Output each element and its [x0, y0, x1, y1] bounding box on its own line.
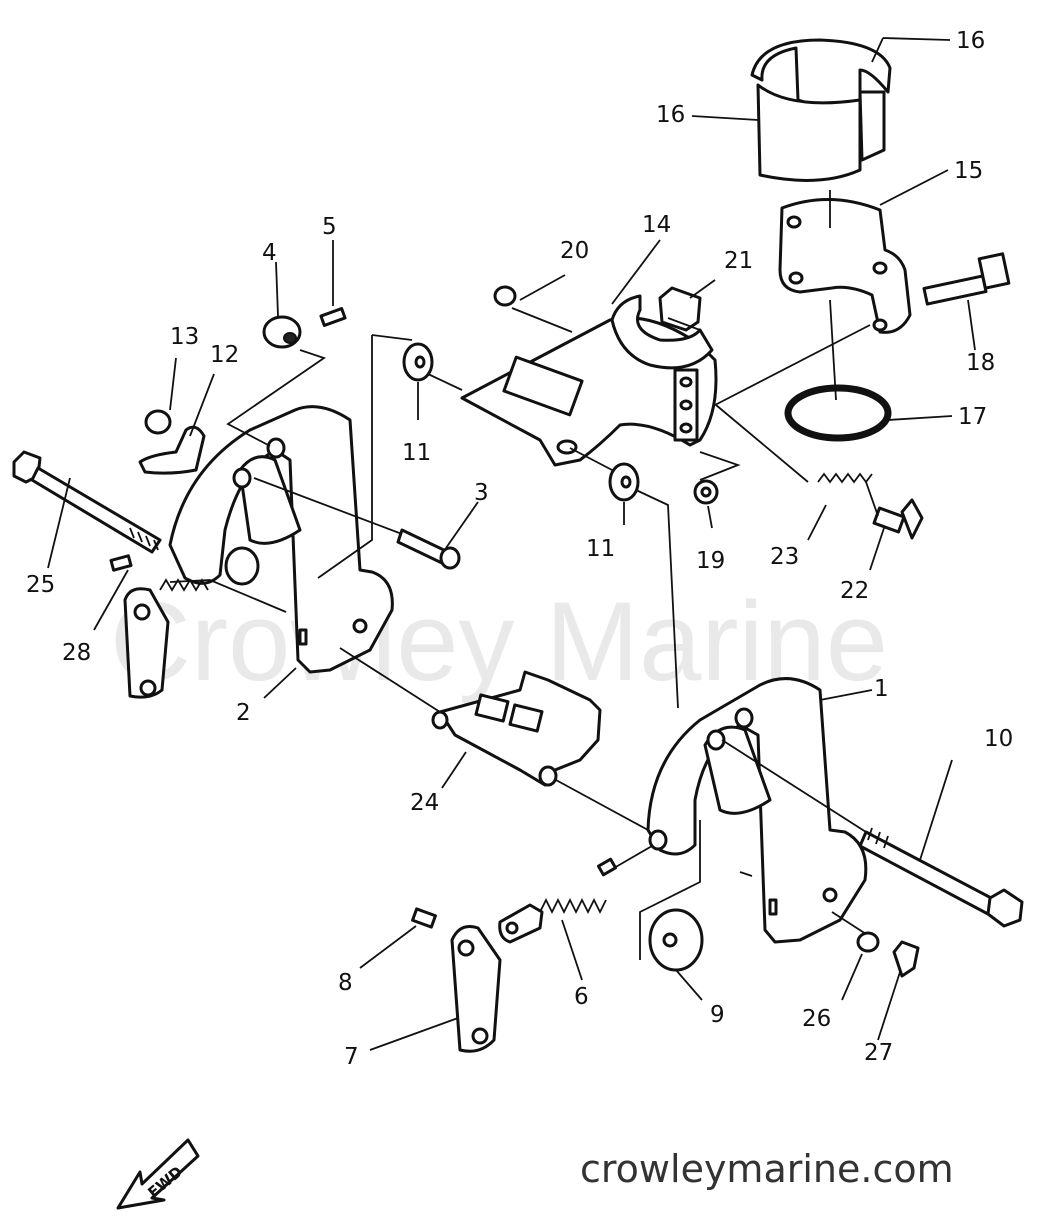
callout-13: 13: [170, 324, 199, 350]
callout-28: 28: [62, 640, 91, 666]
part-washer-11-upper[interactable]: [402, 342, 434, 382]
part-washer-26[interactable]: [856, 931, 880, 953]
part-bushing-sleeve[interactable]: [750, 38, 892, 182]
callout-6: 6: [574, 984, 589, 1010]
part-nut-20[interactable]: [493, 285, 517, 307]
part-nut-13[interactable]: [144, 409, 172, 435]
part-pin-3[interactable]: [396, 528, 461, 570]
callout-12: 12: [210, 342, 239, 368]
callout-14: 14: [642, 212, 671, 238]
part-bolt-18[interactable]: [922, 252, 1011, 306]
callout-3: 3: [474, 480, 489, 506]
callout-11-upper: 11: [402, 440, 431, 466]
part-clamp-bracket[interactable]: [778, 197, 912, 334]
callout-16-left: 16: [656, 102, 685, 128]
footer-url[interactable]: crowleymarine.com: [580, 1147, 954, 1191]
callout-16-right: 16: [956, 28, 985, 54]
callout-24: 24: [410, 790, 439, 816]
part-pad-9[interactable]: [648, 908, 704, 972]
callout-17: 17: [958, 404, 987, 430]
callout-21: 21: [724, 248, 753, 274]
part-pin-8[interactable]: [411, 907, 437, 929]
leader-lines: [47, 37, 976, 1051]
part-bolt-10[interactable]: [858, 827, 1024, 928]
part-o-ring[interactable]: [784, 384, 892, 442]
callout-11-lower: 11: [586, 536, 615, 562]
part-pin-5[interactable]: [319, 307, 347, 327]
callout-20: 20: [560, 238, 589, 264]
part-swivel-bracket[interactable]: [460, 294, 718, 467]
watermark-text: Crowley Marine: [110, 579, 888, 704]
part-clamp-screw-6[interactable]: [498, 857, 618, 944]
part-spring-23[interactable]: [817, 472, 873, 484]
part-washer-11-lower[interactable]: [608, 462, 640, 502]
part-bolt-25[interactable]: [12, 450, 162, 554]
callout-5: 5: [322, 214, 337, 240]
callout-15: 15: [954, 158, 983, 184]
part-nut-19[interactable]: [693, 479, 719, 505]
callout-10: 10: [984, 726, 1013, 752]
part-lever-7[interactable]: [450, 925, 502, 1053]
callout-19: 19: [696, 548, 725, 574]
callout-27: 27: [864, 1040, 893, 1066]
callout-1: 1: [874, 676, 889, 702]
callout-2: 2: [236, 700, 251, 726]
callout-labels: 1 2 3 4 5 6 7 8 9 10 11 11 12 13 14 15 1…: [26, 28, 1013, 1070]
callout-18: 18: [966, 350, 995, 376]
part-pin-28[interactable]: [109, 554, 133, 572]
callout-23: 23: [770, 544, 799, 570]
part-bushing-4[interactable]: [262, 315, 302, 349]
part-clamp-bracket-left[interactable]: [168, 405, 394, 674]
part-clamp-screw-left[interactable]: [123, 578, 209, 699]
part-plate-12[interactable]: [138, 425, 206, 475]
callout-26: 26: [802, 1006, 831, 1032]
callout-7: 7: [344, 1044, 359, 1070]
part-wing-nut-27[interactable]: [892, 940, 920, 978]
part-tilt-plate[interactable]: [431, 670, 602, 787]
callout-4: 4: [262, 240, 277, 266]
callout-8: 8: [338, 970, 353, 996]
fwd-arrow-icon: FWD: [116, 1138, 200, 1210]
callout-22: 22: [840, 578, 869, 604]
part-wing-bolt-22[interactable]: [872, 498, 924, 540]
part-clamp-bracket-right[interactable]: [646, 677, 868, 944]
callout-25: 25: [26, 572, 55, 598]
callout-9: 9: [710, 1002, 725, 1028]
